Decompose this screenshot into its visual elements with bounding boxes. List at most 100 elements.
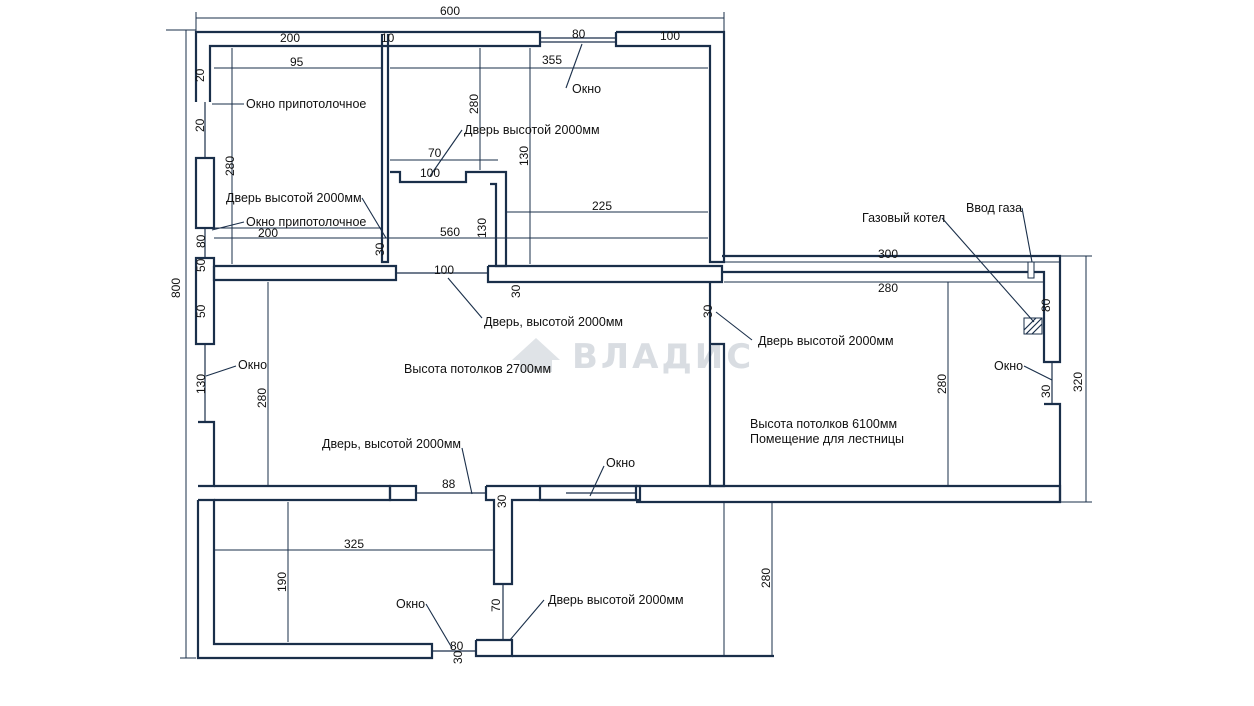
post-1 <box>388 484 418 502</box>
wall-left-seg-1 <box>194 156 216 230</box>
dim-inner-70: 70 <box>428 146 442 160</box>
label-window-left: Окно <box>238 358 267 372</box>
dim-left-50a: 50 <box>194 258 208 272</box>
label-ceiling-6100: Высота потолков 6100мм <box>750 417 897 431</box>
dim-top-200: 200 <box>280 31 300 45</box>
dim-ext-320: 320 <box>1071 372 1085 392</box>
dim-bottom-30: 30 <box>509 284 523 298</box>
dim-190: 190 <box>275 572 289 592</box>
label-window-corr: Окно <box>606 456 635 470</box>
wall-lower-left <box>196 498 434 660</box>
dim-corr-30: 30 <box>495 494 509 508</box>
dim-left-130: 130 <box>194 374 208 394</box>
wall-living-bottom <box>214 484 392 502</box>
wall-mid-right <box>486 264 724 284</box>
dim-left-20a: 20 <box>193 68 207 82</box>
dim-low-30: 30 <box>451 650 465 664</box>
leader-window-corr <box>589 465 605 497</box>
leader-gas-inlet <box>1021 207 1033 263</box>
label-stair-room: Помещение для лестницы <box>750 432 904 446</box>
wall-lower-right <box>474 638 514 658</box>
dim-hall-280: 280 <box>255 388 269 408</box>
label-door-right: Дверь высотой 2000мм <box>758 334 894 348</box>
leader-window-ext <box>1023 365 1053 381</box>
dimension-lines <box>166 12 1092 659</box>
label-door-corr: Дверь, высотой 2000мм <box>322 437 461 451</box>
dim-inner-30a: 30 <box>373 242 387 256</box>
label-gas-inlet: Ввод газа <box>966 201 1022 215</box>
leader-door-mid <box>447 277 483 319</box>
wall-left-seg-3 <box>198 420 216 488</box>
wall-bath <box>390 170 508 268</box>
dim-low-70: 70 <box>489 598 503 612</box>
label-ceiling-2700: Высота потолков 2700мм <box>404 362 551 376</box>
dim-corr-88: 88 <box>442 477 456 491</box>
dim-bottom-100: 100 <box>434 263 454 277</box>
label-door-mid: Дверь, высотой 2000мм <box>484 315 623 329</box>
post-2 <box>538 484 642 502</box>
leader-door-left <box>361 197 387 239</box>
dim-225: 225 <box>592 199 612 213</box>
label-door-left: Дверь высотой 2000мм <box>226 191 362 205</box>
dim-right-280: 280 <box>759 568 773 588</box>
leader-gas-boiler <box>941 217 1035 323</box>
wall-top-left <box>194 30 542 102</box>
leader-door-low <box>509 599 545 641</box>
leader-window-low <box>425 603 453 649</box>
leader-door-top <box>429 129 463 177</box>
dim-95: 95 <box>290 55 304 69</box>
annotations: Окно Окно припотолочное Дверь высотой 20… <box>226 82 1023 611</box>
wall-bedroom-divider <box>380 34 390 264</box>
label-window-ceiling-2: Окно припотолочное <box>246 215 366 229</box>
dim-inner-130: 130 <box>517 146 531 166</box>
wall-stair-bottom <box>636 484 1062 504</box>
wall-ext-right <box>1044 402 1062 502</box>
dim-200-line: 200 <box>258 226 278 240</box>
watermark-text: ВЛАДИС <box>572 337 754 377</box>
label-window-top: Окно <box>572 82 601 96</box>
dim-left-80: 80 <box>194 234 208 248</box>
leader-door-right <box>715 311 753 341</box>
label-door-low: Дверь высотой 2000мм <box>548 593 684 607</box>
wall-top-right <box>614 30 726 264</box>
dim-ext-280h: 280 <box>878 281 898 295</box>
dim-ext-80: 80 <box>1039 298 1053 312</box>
leader-window-top <box>565 43 583 89</box>
dim-inner-100s: 100 <box>420 166 440 180</box>
label-window-ext: Окно <box>994 359 1023 373</box>
dim-560: 560 <box>440 225 460 239</box>
dim-325: 325 <box>344 537 364 551</box>
house-logo-icon <box>512 338 560 372</box>
windows <box>204 37 1053 652</box>
label-door-top: Дверь высотой 2000мм <box>464 123 600 137</box>
dim-inner-280: 280 <box>467 94 481 114</box>
leader-door-corr <box>461 447 473 495</box>
dim-600: 600 <box>440 4 460 18</box>
leader-lines <box>205 43 1053 649</box>
dim-left-280: 280 <box>223 156 237 176</box>
dim-left-20b: 20 <box>193 118 207 132</box>
dim-ext-30: 30 <box>1039 384 1053 398</box>
label-gas-boiler: Газовый котел <box>862 211 945 225</box>
dim-355: 355 <box>542 53 562 67</box>
dim-top-80: 80 <box>572 27 586 41</box>
dim-ext-300: 300 <box>878 247 898 261</box>
gas-inlet-icon <box>1027 261 1035 279</box>
leader-window-left <box>205 365 237 377</box>
label-window-low: Окно <box>396 597 425 611</box>
dim-ext-280v: 280 <box>935 374 949 394</box>
dim-left-50b: 50 <box>194 304 208 318</box>
label-window-ceiling-1: Окно припотолочное <box>246 97 366 111</box>
gas-boiler-hatch <box>1023 317 1043 335</box>
dim-top-100: 100 <box>660 29 680 43</box>
wall-mid-left <box>212 264 398 282</box>
wall-corridor <box>484 484 638 586</box>
dim-800: 800 <box>169 278 183 298</box>
dim-mid-30: 30 <box>701 304 715 318</box>
leader-window-ceiling-2 <box>211 221 245 231</box>
dimension-labels: 600 800 200 10 80 100 95 355 20 20 280 8… <box>169 4 1085 664</box>
dim-top-10: 10 <box>381 31 395 45</box>
dim-inner-130b: 130 <box>475 218 489 238</box>
dim-low-80: 80 <box>450 639 464 653</box>
